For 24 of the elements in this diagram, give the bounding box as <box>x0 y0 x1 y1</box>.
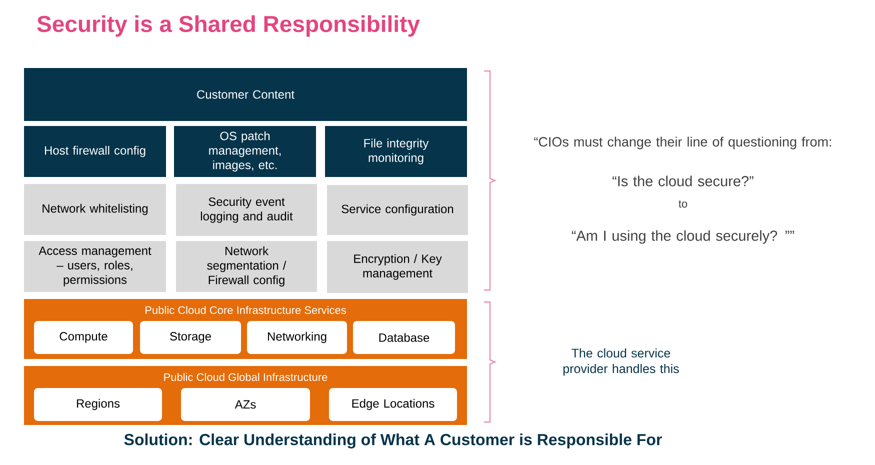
customer-box: Access management – users, roles, permissions <box>24 240 166 292</box>
quote-text: “CIOs must change their line of questioning from: <box>534 136 832 150</box>
service-box: Networking <box>247 320 347 354</box>
customer-box: OS patch management, images, etc. <box>174 126 316 177</box>
service-box: Edge Locations <box>329 388 457 421</box>
customer-box: Customer Content <box>24 68 467 121</box>
customer-box: Security event logging and audit <box>176 184 317 236</box>
service-box: Database <box>353 320 455 354</box>
customer-box: Network segmentation / Firewall config <box>176 240 317 292</box>
caption: Solution: Clear Understanding of What A Customer is Responsible For <box>124 434 662 448</box>
customer-box: Host firewall config <box>24 126 166 177</box>
customer-box: Service configuration <box>327 184 468 235</box>
quote-text: “Is the cloud secure?” <box>612 176 754 186</box>
title: Security is a Shared Responsibility <box>37 15 420 37</box>
service-box: Regions <box>34 388 162 421</box>
note-text: The cloud service provider handles this <box>563 348 679 376</box>
customer-box: File integrity monitoring <box>325 126 467 177</box>
service-box: AZs <box>181 388 310 421</box>
customer-box: Encryption / Key management <box>327 240 468 293</box>
service-box: Storage <box>140 320 241 354</box>
customer-box: Network whitelisting <box>24 184 166 235</box>
quote-text: to <box>678 200 688 208</box>
service-box: Compute <box>34 320 133 354</box>
quote-text: “Am I using the cloud securely? ”” <box>572 230 794 244</box>
